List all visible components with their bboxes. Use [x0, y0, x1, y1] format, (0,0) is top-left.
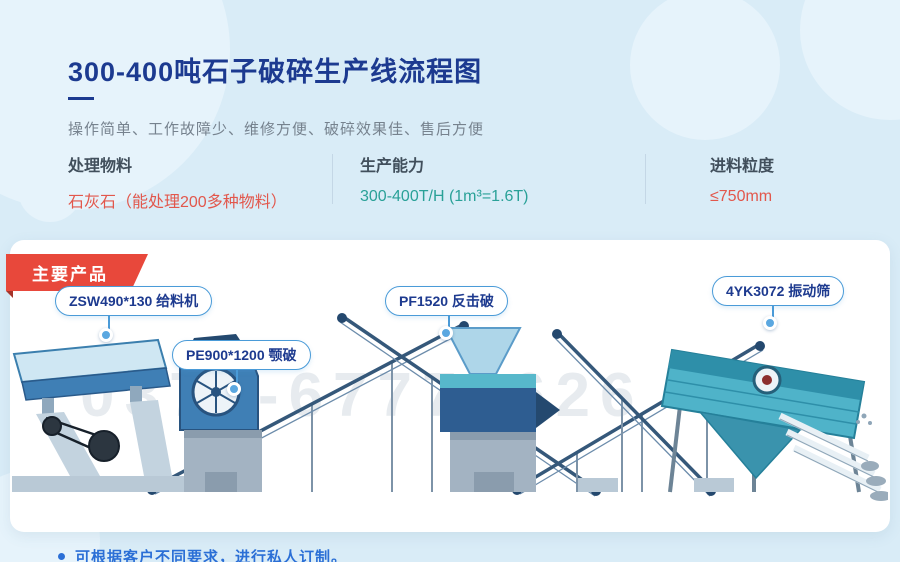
- spec-material: 处理物料 石灰石（能处理200多种物料）: [68, 152, 287, 212]
- label-marker-dot: [763, 316, 777, 330]
- spec-feed-size-label: 进料粒度: [710, 158, 775, 175]
- impact-crusher-illustration: [440, 327, 560, 492]
- spec-capacity-label: 生产能力: [360, 158, 425, 175]
- label-marker-dot: [99, 328, 113, 342]
- label-connector-line: [236, 368, 238, 384]
- spec-feed-size: 进料粒度 ≤750mm: [710, 152, 774, 206]
- label-connector-line: [448, 314, 450, 328]
- ribbon-fold: [6, 291, 13, 298]
- jaw-crusher-label: PE900*1200 颚破: [172, 340, 311, 370]
- footer-note-text: 可根据客户不同要求，进行私人订制。: [75, 549, 348, 562]
- page-title: 300-400吨石子破碎生产线流程图: [68, 57, 483, 87]
- main-products-card: 主要产品 0371-67772626: [6, 240, 890, 532]
- spec-material-value: 石灰石（能处理200多种物料）: [68, 194, 287, 211]
- background-circle: [630, 0, 780, 140]
- vibrating-screen-label: 4YK3072 振动筛: [712, 276, 845, 306]
- feeder-label: ZSW490*130 给料机: [55, 286, 213, 316]
- spec-capacity: 生产能力 300-400T/H (1m³=1.6T): [360, 152, 529, 206]
- label-marker-dot: [439, 326, 453, 340]
- impact-crusher-label: PF1520 反击破: [385, 286, 508, 316]
- footer-note: 可根据客户不同要求，进行私人订制。: [58, 546, 347, 562]
- background-circle: [18, 158, 82, 222]
- spec-material-label: 处理物料: [68, 158, 133, 175]
- vibrating-feeder-illustration: [12, 338, 184, 492]
- header: 300-400吨石子破碎生产线流程图 操作简单、工作故障少、维修方便、破碎效果佳…: [68, 50, 484, 139]
- label-connector-line: [772, 304, 774, 318]
- title-underline: [68, 97, 94, 100]
- label-marker-dot: [227, 382, 241, 396]
- vibrating-screen-illustration: [660, 348, 888, 501]
- main-products-ribbon: 主要产品: [6, 254, 148, 291]
- spec-divider: [645, 154, 646, 204]
- page-subtitle: 操作简单、工作故障少、维修方便、破碎效果佳、售后方便: [68, 121, 485, 138]
- bullet-dot-icon: [58, 553, 65, 560]
- label-connector-line: [108, 314, 110, 330]
- production-line-diagram: [12, 313, 888, 501]
- spec-feed-size-value: ≤750mm: [710, 188, 773, 205]
- background-circle: [800, 0, 900, 120]
- spec-capacity-value: 300-400T/H (1m³=1.6T): [360, 188, 529, 205]
- spec-divider: [332, 154, 333, 204]
